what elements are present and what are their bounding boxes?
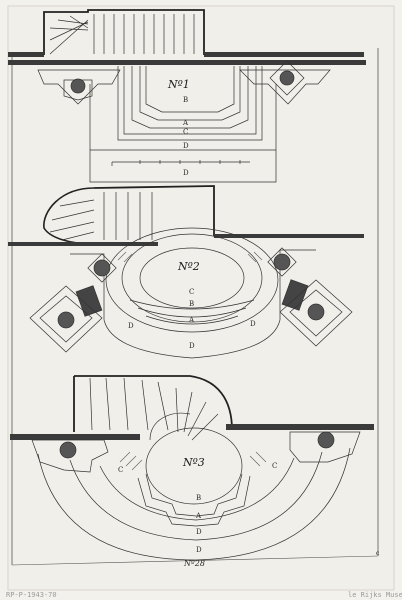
figure-3-label-d1: D [196,528,202,536]
figure-2-plan [8,185,364,359]
figure-2-label-d-left: D [128,322,134,330]
figure-2-label-d-bottom: D [189,342,195,350]
figure-1-label-c: C [183,128,188,136]
figure-1-plan [8,9,366,183]
plate-number: Nº28 [183,559,205,568]
figure-2-title: Nº2 [177,260,200,273]
figure-3-label-c-left: C [118,466,123,474]
figure-1-label-a: A [182,119,189,127]
figure-2-label-a: A [188,316,195,324]
figure-2-label-b: B [189,300,194,308]
figure-1-label-d2: D [183,169,189,177]
figure-3-label-b: B [196,494,201,502]
figure-3-label-c-right: C [272,462,277,470]
figure-3-title: Nº3 [182,456,205,469]
figure-3-plan [10,375,374,561]
figure-1-label-b: B [183,96,188,104]
figure-2-label-d-right: D [250,320,256,328]
collection-mark: le Rijks Museum [348,591,402,599]
figure-1-label-d1: D [183,142,189,150]
corner-mark: c [376,550,380,557]
figure-3-label-a: A [195,512,202,520]
figure-2-label-c: C [189,288,194,296]
inventory-number: RP-P-1943-70 [6,591,57,599]
figure-1-title: Nº1 [167,78,190,91]
figure-3-label-d2: D [196,546,202,554]
